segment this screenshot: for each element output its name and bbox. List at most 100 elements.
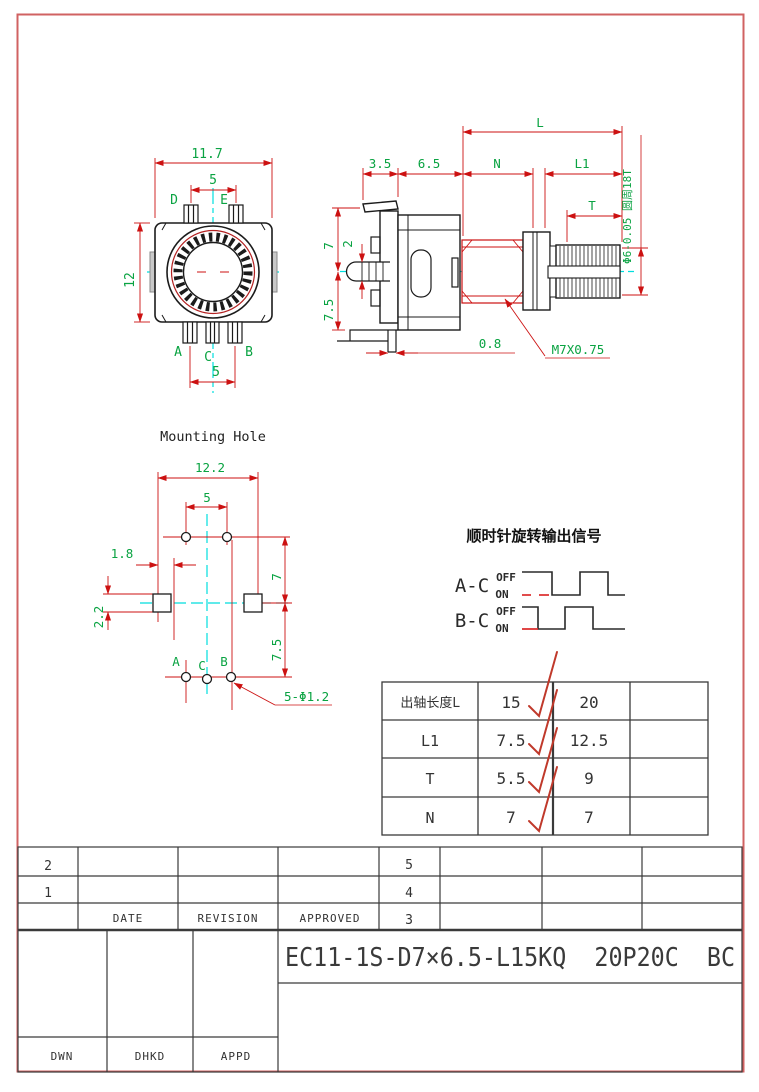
- front-shaft-circles: [166, 225, 260, 319]
- front-pin-label-b: B: [245, 345, 253, 360]
- side-dimension-labels: L 3.5 6.5 N L1 T 7 2 7.5 0.8 M7X0.75 Φ6-…: [321, 115, 634, 357]
- front-pin-label-d: D: [170, 193, 178, 208]
- hole-e: [221, 531, 233, 543]
- spec-row-v2: 9: [584, 769, 594, 788]
- spec-row-v1: 7: [506, 808, 516, 827]
- side-dim-t: T: [588, 198, 596, 213]
- signal-a-off-label: OFF: [496, 571, 516, 584]
- front-dimension-labels: 11.7 5 12 5 D E A C B: [123, 147, 253, 380]
- side-shaft-note: Φ6-0.05 圆周18T: [621, 169, 634, 264]
- spec-row-v2: 7: [584, 808, 594, 827]
- header-date: DATE: [113, 912, 144, 925]
- spec-row-param: T: [425, 770, 434, 788]
- side-dim-65: 6.5: [418, 156, 441, 171]
- signal-b-off-label: OFF: [496, 605, 516, 618]
- hole-b: [225, 671, 237, 683]
- spec-row-v2: 12.5: [570, 731, 609, 750]
- side-dim-l1: L1: [574, 156, 589, 171]
- threaded-bushing: [461, 239, 524, 304]
- mounting-dim-22: 2.2: [91, 606, 106, 629]
- mounting-label-a: A: [172, 654, 180, 669]
- signal-labels: A-C OFF ON B-C OFF ON: [455, 571, 516, 635]
- header-approved: APPROVED: [300, 912, 361, 925]
- revision-number: 3: [405, 913, 413, 928]
- title-block: 2 1 5 4 3 DATE REVISION APPROVED EC11-1S…: [17, 846, 743, 1073]
- sign-appd: APPD: [221, 1050, 252, 1063]
- part-number: EC11-1S-D7×6.5-L15KQ 20P20C BC: [285, 943, 735, 973]
- check-mark: [528, 766, 558, 833]
- front-dimension-lines: [134, 158, 273, 388]
- hole-a: [180, 671, 192, 683]
- mounting-hole-note: 5-Φ1.2: [284, 689, 329, 704]
- mounting-hole-title: Mounting Hole: [160, 429, 266, 445]
- side-notch-right: [243, 593, 263, 613]
- spec-row-param: N: [425, 809, 434, 827]
- mounting-label-c: C: [198, 658, 206, 673]
- front-dim-pin-span-top: 5: [209, 173, 217, 188]
- side-dim-7: 7: [321, 242, 336, 250]
- sign-dhkd: DHKD: [135, 1050, 166, 1063]
- side-dim-08: 0.8: [479, 336, 502, 351]
- front-top-pins: [183, 204, 244, 224]
- mounting-holes: [152, 531, 263, 685]
- side-view: L 3.5 6.5 N L1 T 7 2 7.5 0.8 M7X0.75 Φ6-…: [321, 115, 648, 359]
- title-block-grid: [17, 846, 743, 1073]
- spec-row-v1: 7.5: [497, 731, 526, 750]
- mounting-dimension-lines: [103, 472, 332, 710]
- front-dim-height: 12: [123, 272, 138, 288]
- spec-table: 出轴长度L 15 20 L1 7.5 12.5 T 5.5 9 N 7 7: [381, 651, 709, 836]
- front-dim-width: 11.7: [191, 147, 222, 162]
- hole-c: [201, 673, 213, 685]
- waveform-a: [522, 571, 625, 596]
- side-body: [337, 200, 461, 353]
- revision-number: 5: [405, 858, 413, 873]
- mounting-dim-75: 7.5: [269, 639, 284, 662]
- signal-channel-a-label: A-C: [455, 575, 489, 597]
- check-mark: [528, 651, 558, 718]
- side-shaft: [461, 231, 621, 311]
- revision-number: 2: [44, 859, 52, 874]
- side-dim-l: L: [536, 115, 544, 130]
- spec-table-checkmarks: [528, 651, 558, 833]
- signal-a-on-label: ON: [495, 588, 508, 601]
- side-thread-note: M7X0.75: [552, 342, 605, 357]
- front-pin-label-c: C: [204, 350, 212, 365]
- mounting-dim-7: 7: [269, 573, 284, 581]
- title-block-text: 2 1 5 4 3 DATE REVISION APPROVED EC11-1S…: [44, 858, 735, 1063]
- check-mark: [528, 689, 558, 756]
- spec-table-grid: [381, 681, 709, 836]
- revision-number: 1: [44, 886, 52, 901]
- sign-dwn: DWN: [51, 1050, 74, 1063]
- front-pin-label-a: A: [174, 345, 182, 360]
- spec-row-v1: 15: [501, 693, 520, 712]
- front-pin-label-e: E: [220, 193, 228, 208]
- front-dim-pin-span-bottom: 5: [212, 365, 220, 380]
- side-dim-75: 7.5: [321, 299, 336, 322]
- front-bottom-pins: [182, 321, 243, 344]
- mounting-label-b: B: [220, 654, 228, 669]
- mounting-hole-view: Mounting Hole: [91, 429, 332, 710]
- side-notch-left: [152, 593, 172, 613]
- mounting-dimension-labels: 12.2 5 1.8 2.2 7 7.5 A C B 5-Φ1.2: [91, 460, 329, 704]
- hole-d: [180, 531, 192, 543]
- revision-number: 4: [405, 886, 413, 901]
- waveform-b: [522, 606, 625, 630]
- spec-row-param: L1: [421, 732, 439, 750]
- signal-b-on-label: ON: [495, 622, 508, 635]
- side-dim-35: 3.5: [369, 156, 392, 171]
- mounting-dim-width: 12.2: [195, 460, 225, 475]
- check-mark: [528, 727, 558, 794]
- spec-row-param: 出轴长度L: [400, 695, 460, 711]
- header-revision: REVISION: [198, 912, 259, 925]
- side-dimension-lines: [332, 126, 648, 359]
- spec-table-cells: 出轴长度L 15 20 L1 7.5 12.5 T 5.5 9 N 7 7: [400, 693, 608, 827]
- mounting-dim-18: 1.8: [111, 546, 134, 561]
- shaft-slot: [547, 265, 621, 279]
- spec-row-v1: 5.5: [497, 769, 526, 788]
- spec-row-v2: 20: [579, 693, 598, 712]
- side-dim-n: N: [493, 156, 501, 171]
- signal-diagram: 顺时针旋转输出信号 A-C OFF ON B-C OFF ON: [455, 527, 625, 635]
- signal-channel-b-label: B-C: [455, 610, 489, 632]
